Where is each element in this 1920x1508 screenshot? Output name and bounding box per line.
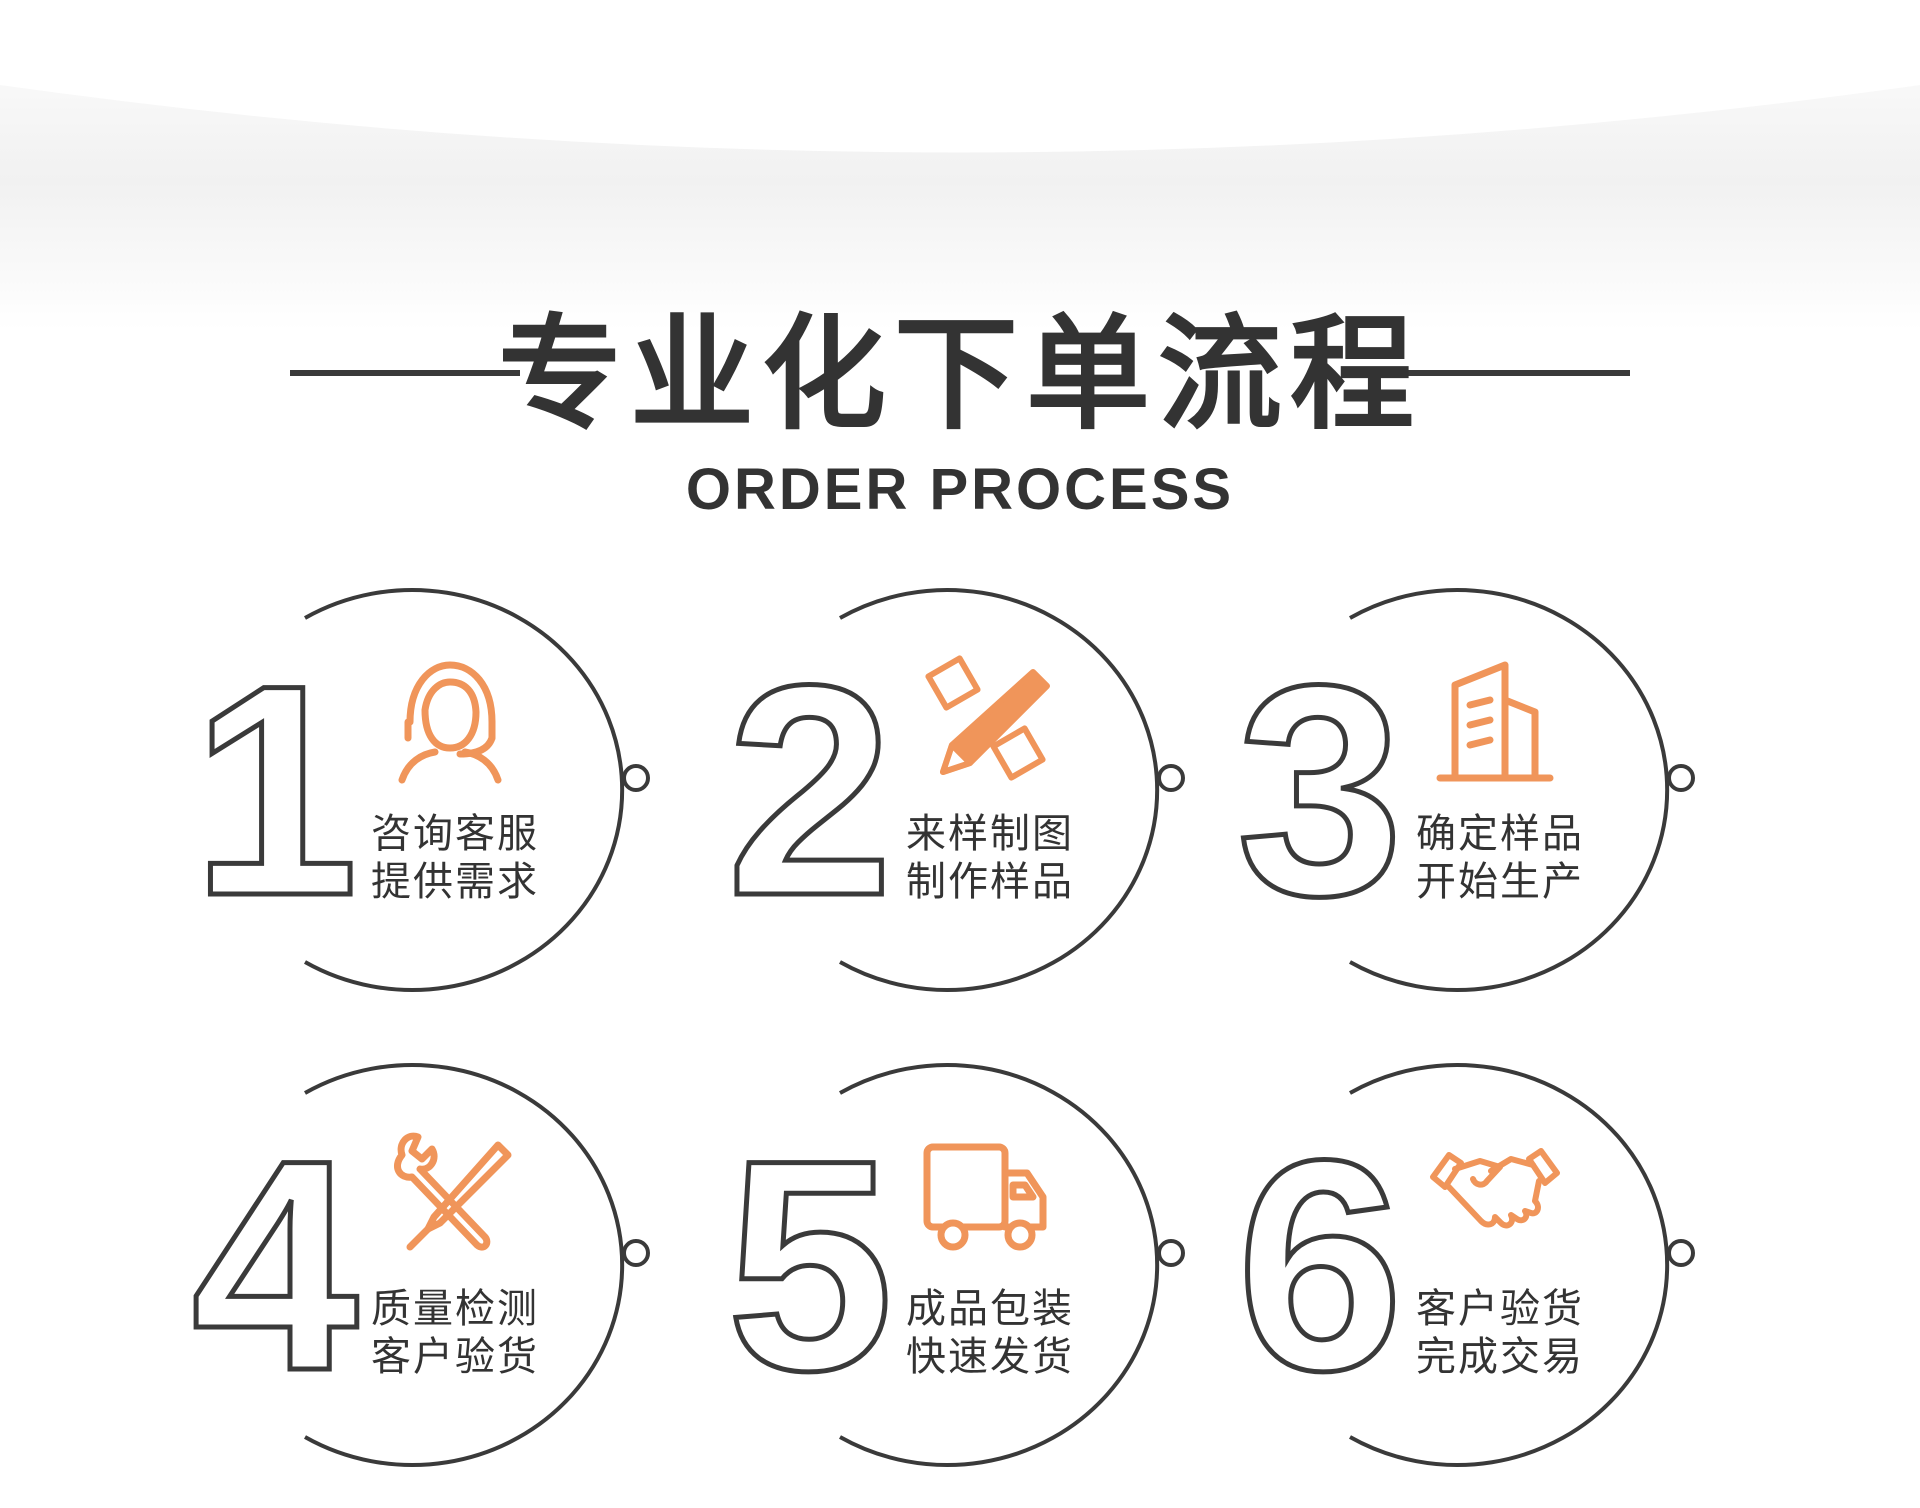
title-left-rule bbox=[290, 370, 520, 376]
step-description-line2: 提供需求 bbox=[371, 859, 539, 905]
step-arc-frame bbox=[304, 1063, 650, 1467]
customer-service-headset-icon bbox=[398, 661, 502, 784]
step-description-line2: 完成交易 bbox=[1416, 1334, 1584, 1380]
step-description-line2: 制作样品 bbox=[906, 859, 1074, 905]
step-description: 成品包装 快速发货 bbox=[890, 1285, 1090, 1381]
pencil-ruler-icon bbox=[925, 655, 1050, 781]
step-description-line2: 开始生产 bbox=[1416, 859, 1584, 905]
step-arc-frame bbox=[839, 1063, 1185, 1467]
step-description-line1: 成品包装 bbox=[906, 1286, 1074, 1332]
step-number: 3 bbox=[1234, 620, 1406, 961]
step-number: 4 bbox=[189, 1095, 361, 1436]
process-step-3: 3 确定样品 开始生产 bbox=[1215, 580, 1695, 1000]
process-step-1: 1 咨询客服 提供需求 bbox=[170, 580, 650, 1000]
process-step-2: 2 来样制图 制作样品 bbox=[705, 580, 1185, 1000]
step-description-line2: 快速发货 bbox=[906, 1334, 1074, 1380]
step-arc-frame bbox=[304, 588, 650, 992]
step-arc-frame bbox=[1349, 588, 1695, 992]
page-title: 专业化下单流程 bbox=[497, 303, 1422, 447]
step-arc-frame bbox=[839, 588, 1185, 992]
step-description: 质量检测 客户验货 bbox=[355, 1285, 555, 1381]
header-background-curve bbox=[0, 0, 1920, 330]
step-description: 咨询客服 提供需求 bbox=[355, 810, 555, 906]
process-step-6: 6 客户验货 完成交易 bbox=[1215, 1055, 1695, 1475]
factory-building-icon bbox=[1436, 661, 1554, 782]
step-description: 客户验货 完成交易 bbox=[1400, 1285, 1600, 1381]
delivery-truck-icon bbox=[923, 1143, 1047, 1251]
step-description-line1: 来样制图 bbox=[906, 811, 1074, 857]
header-background-band bbox=[0, 0, 1920, 330]
step-description-line1: 咨询客服 bbox=[371, 811, 539, 857]
step-description-line1: 客户验货 bbox=[1416, 1286, 1584, 1332]
step-arc-frame bbox=[1349, 1063, 1695, 1467]
wrench-screwdriver-icon bbox=[394, 1132, 512, 1251]
step-number: 2 bbox=[724, 620, 896, 961]
handshake-icon bbox=[1430, 1148, 1560, 1229]
step-number: 1 bbox=[189, 620, 361, 961]
step-description: 确定样品 开始生产 bbox=[1400, 810, 1600, 906]
step-number: 5 bbox=[724, 1095, 896, 1436]
step-description-line1: 确定样品 bbox=[1416, 811, 1584, 857]
process-step-4: 4 质量检测 客户验货 bbox=[170, 1055, 650, 1475]
step-number: 6 bbox=[1234, 1095, 1406, 1436]
process-step-5: 5 成品包装 快速发货 bbox=[705, 1055, 1185, 1475]
page-subtitle: ORDER PROCESS bbox=[685, 457, 1235, 522]
step-description-line1: 质量检测 bbox=[371, 1286, 539, 1332]
step-description-line2: 客户验货 bbox=[371, 1334, 539, 1380]
step-description: 来样制图 制作样品 bbox=[890, 810, 1090, 906]
title-right-rule bbox=[1400, 370, 1630, 376]
